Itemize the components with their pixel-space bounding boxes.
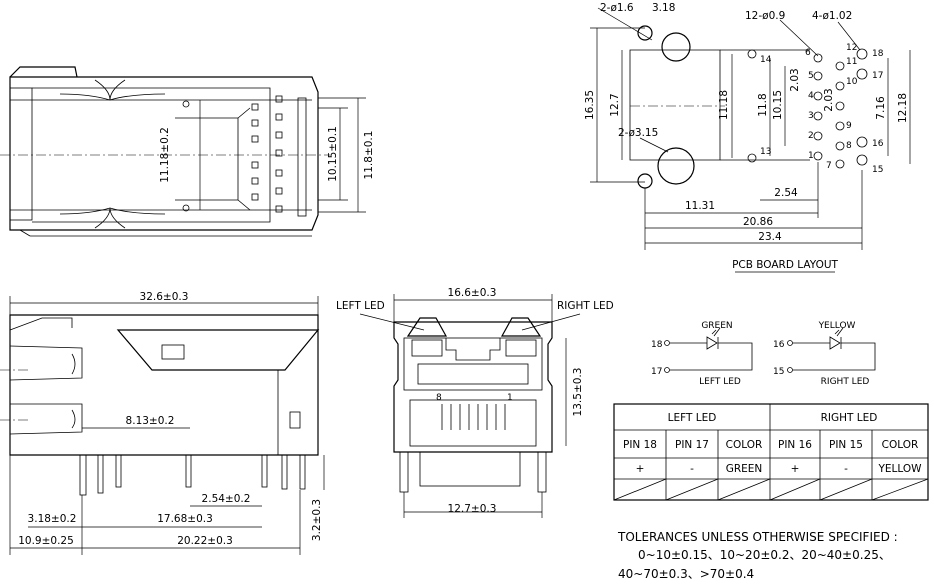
table-cell: + <box>636 463 645 475</box>
right-led-lens <box>500 317 542 337</box>
table-cell: YELLOW <box>877 463 922 475</box>
tolerance-line-2: 0~10±0.15、10~20±0.2、20~40±0.25、 <box>638 548 891 562</box>
top-pins-dim-b: 11.8±0.1 <box>363 131 375 180</box>
side-length-dim: 32.6±0.3 <box>140 291 189 303</box>
led-table: LEFT LED RIGHT LED PIN 18 PIN 17 COLOR P… <box>613 403 929 501</box>
table-group-left: LEFT LED <box>668 412 717 424</box>
pcb-pin-label: 13 <box>760 147 771 157</box>
tolerance-line-3: 40~70±0.3、>70±0.4 <box>618 567 754 581</box>
top-width-dim: 11.18±0.2 <box>159 127 171 183</box>
pcb-pin-label: 9 <box>846 121 852 131</box>
pcb-pin-label: 6 <box>805 48 811 58</box>
front-right-led-label: RIGHT LED <box>557 300 614 312</box>
pcb-dim-11-8: 11.8 <box>757 93 769 116</box>
pcb-pin-label: 16 <box>872 139 884 149</box>
side-dim-8-13: 8.13±0.2 <box>126 415 175 427</box>
pcb-pin-label: 12 <box>846 43 857 53</box>
pcb-pin-label: 7 <box>826 161 832 171</box>
led-schematic: GREEN 18 17 LEFT LED YELLOW 16 15 RIGHT … <box>651 321 876 387</box>
pcb-pins <box>747 48 868 169</box>
side-dim-3-18: 3.18±0.2 <box>28 513 77 525</box>
top-view-pins <box>182 95 307 217</box>
pcb-pin-label: 3 <box>808 111 814 121</box>
front-pitch-dim: 12.7±0.3 <box>448 503 497 515</box>
pcb-pin-label: 11 <box>846 57 857 67</box>
small-hole-bottom <box>637 173 653 189</box>
pcb-pin-label: 17 <box>872 71 883 81</box>
top-view: 11.18±0.2 10.15±0.1 11.8±0.1 <box>0 66 375 237</box>
front-pin1-label: 1 <box>507 393 513 403</box>
side-dim-17-68: 17.68±0.3 <box>157 513 213 525</box>
pcb-dim-12-18: 12.18 <box>897 93 909 123</box>
table-cell: + <box>791 463 800 475</box>
right-led-pin-a: 16 <box>773 340 785 350</box>
mount-hole-top <box>661 32 691 62</box>
pcb-mount-holes-dim: 2-ø1.6 <box>600 2 634 14</box>
table-header: PIN 15 <box>829 439 863 451</box>
top-pins-dim-a: 10.15±0.1 <box>327 126 339 182</box>
side-dim-2-54: 2.54±0.2 <box>202 493 251 505</box>
side-dim-3-2: 3.2±0.3 <box>311 499 323 541</box>
pcb-signal-pins-dim: 12-ø0.9 <box>745 10 785 22</box>
pcb-pin-label: 2 <box>808 131 814 141</box>
pcb-layout: 14 13 6 12 11 18 5 10 17 4 3 9 2 8 16 1 … <box>584 2 911 273</box>
pcb-dim-12-7: 12.7 <box>609 93 621 116</box>
pcb-pin-label: 5 <box>808 71 814 81</box>
pcb-dim-20-86: 20.86 <box>743 216 773 228</box>
table-cell: GREEN <box>726 463 763 475</box>
pcb-hole-offset-dim: 3.18 <box>652 2 675 14</box>
left-led-color: GREEN <box>701 321 732 331</box>
right-led-caption: RIGHT LED <box>821 377 870 387</box>
pcb-dim-2-54: 2.54 <box>774 187 798 199</box>
tolerance-line-1: TOLERANCES UNLESS OTHERWISE SPECIFIED : <box>617 530 898 544</box>
right-led-pin-b: 15 <box>773 367 784 377</box>
pcb-led-pins-dim: 4-ø1.02 <box>812 10 852 22</box>
table-cell: - <box>690 463 694 475</box>
side-dim-10-9: 10.9±0.25 <box>18 535 74 547</box>
left-led-lens <box>406 317 448 337</box>
pcb-pin-label: 10 <box>846 77 858 87</box>
pcb-pin-label: 4 <box>808 91 814 101</box>
table-header: PIN 16 <box>778 439 812 451</box>
table-header: PIN 17 <box>675 439 709 451</box>
front-height-dim: 13.5±0.3 <box>572 368 584 417</box>
rj45-contact-area <box>409 399 537 447</box>
left-led-pin-b: 17 <box>651 367 662 377</box>
front-view: LEFT LED RIGHT LED 16.6±0.3 13.5±0.3 12.… <box>336 287 614 518</box>
front-width-dim: 16.6±0.3 <box>448 287 497 299</box>
pcb-dim-23-4: 23.4 <box>758 231 782 243</box>
pcb-dim-10-15: 10.15 <box>772 90 784 120</box>
pcb-dim-16-35: 16.35 <box>584 90 596 120</box>
right-led-color: YELLOW <box>818 321 856 331</box>
side-view: 32.6±0.3 8.13±0.2 2.54±0.2 3.18±0.2 17.6… <box>0 291 325 555</box>
left-led-caption: LEFT LED <box>699 377 741 387</box>
pcb-pin-label: 1 <box>808 151 814 161</box>
pcb-layout-title: PCB BOARD LAYOUT <box>732 259 838 271</box>
table-group-right: RIGHT LED <box>821 412 878 424</box>
table-header: COLOR <box>882 439 919 451</box>
front-contacts <box>441 404 506 430</box>
pcb-dim-11-31: 11.31 <box>685 200 715 212</box>
table-cell: - <box>844 463 848 475</box>
tolerances-note: TOLERANCES UNLESS OTHERWISE SPECIFIED : … <box>617 530 898 581</box>
front-pin8-label: 8 <box>436 393 442 403</box>
pcb-dim-2-03b: 2.03 <box>823 88 835 111</box>
front-left-led-label: LEFT LED <box>336 300 385 312</box>
left-led-pin-a: 18 <box>651 340 663 350</box>
side-dim-20-22: 20.22±0.3 <box>177 535 233 547</box>
small-hole-top <box>637 25 653 41</box>
table-header: PIN 18 <box>623 439 657 451</box>
pcb-led-hole-dim: 2-ø3.15 <box>618 127 658 139</box>
pcb-dim-2-03a: 2.03 <box>789 68 801 91</box>
pcb-dim-7-16: 7.16 <box>875 96 887 120</box>
pcb-dim-11-18: 11.18 <box>718 90 730 120</box>
pcb-pin-label: 8 <box>846 141 852 151</box>
mount-hole-bottom <box>657 147 695 185</box>
pcb-pin-label: 18 <box>872 49 884 59</box>
table-header: COLOR <box>726 439 763 451</box>
pcb-pin-label: 14 <box>760 55 772 65</box>
pcb-pin-label: 15 <box>872 165 883 175</box>
